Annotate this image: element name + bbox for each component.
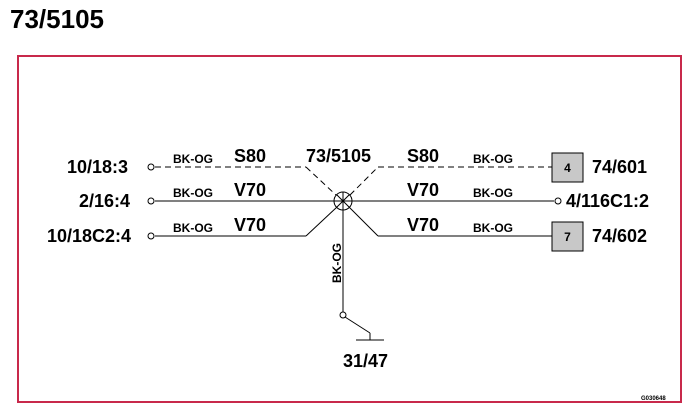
terminal-left-mid-label: 2/16:4 bbox=[79, 191, 130, 211]
wire-left-mid-color: BK-OG bbox=[173, 186, 213, 200]
terminal-right-bot-label: 74/602 bbox=[592, 226, 647, 246]
terminal-left-top-label: 10/18:3 bbox=[67, 157, 128, 177]
node-label: 73/5105 bbox=[306, 146, 371, 166]
wire-right-bot bbox=[348, 206, 552, 237]
wire-left-bot-color: BK-OG bbox=[173, 221, 213, 235]
terminal-left-mid bbox=[147, 197, 155, 205]
ground-terminal bbox=[339, 311, 347, 319]
wire-right-mid bbox=[352, 197, 562, 205]
connector-bot: 7 bbox=[551, 221, 584, 252]
wire-ground bbox=[339, 210, 384, 341]
wire-right-top bbox=[349, 166, 552, 196]
terminal-left-bot-label: 10/18C2:4 bbox=[47, 226, 131, 246]
wire-left-top bbox=[147, 163, 337, 196]
wire-ground-color: BK-OG bbox=[330, 243, 344, 283]
ground-label: 31/47 bbox=[343, 351, 388, 371]
wire-left-top-model: S80 bbox=[234, 146, 266, 166]
wire-right-bot-color: BK-OG bbox=[473, 221, 513, 235]
diagram-frame bbox=[17, 55, 682, 403]
wire-right-top-model: S80 bbox=[407, 146, 439, 166]
terminal-right-mid-label: 4/116C1:2 bbox=[566, 191, 649, 211]
wire-left-mid bbox=[147, 197, 334, 205]
terminal-right-mid bbox=[554, 197, 562, 205]
terminal-right-top-label: 74/601 bbox=[592, 157, 647, 177]
wire-left-bot bbox=[147, 206, 338, 240]
terminal-left-top bbox=[147, 163, 155, 171]
wire-left-bot-model: V70 bbox=[234, 215, 266, 235]
connector-top: 4 bbox=[551, 152, 584, 183]
wire-right-bot-model: V70 bbox=[407, 215, 439, 235]
wire-right-mid-model: V70 bbox=[407, 180, 439, 200]
wire-right-mid-color: BK-OG bbox=[473, 186, 513, 200]
terminal-left-bot bbox=[147, 232, 155, 240]
connector-top-pin: 4 bbox=[564, 161, 571, 175]
wire-left-top-color: BK-OG bbox=[173, 152, 213, 166]
connector-bot-pin: 7 bbox=[564, 230, 571, 244]
page-title: 73/5105 bbox=[10, 4, 104, 34]
figure-id: G030648 bbox=[641, 396, 666, 402]
wire-left-mid-model: V70 bbox=[234, 180, 266, 200]
wire-right-top-color: BK-OG bbox=[473, 152, 513, 166]
